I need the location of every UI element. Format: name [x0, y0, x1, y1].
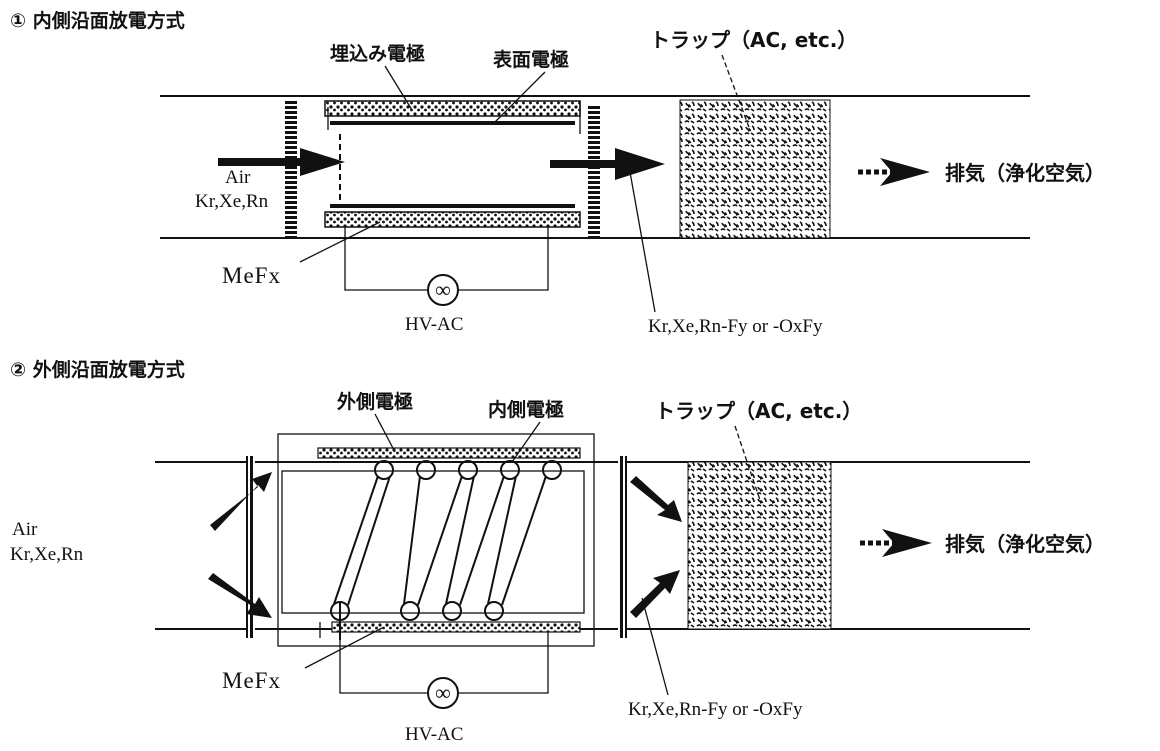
- leader-trap-1: [721, 54, 751, 131]
- buried-electrode-bottom: [324, 211, 581, 228]
- section-1: ① 内側沿面放電方式 埋込み電極 表面電極 トラップ（AC, etc.）: [10, 9, 1105, 337]
- leader-mefx-1: [299, 221, 381, 263]
- exhaust-arrow-2: [882, 529, 932, 557]
- leader-buried-electrode: [384, 65, 413, 111]
- coil-winding: [333, 475, 379, 605]
- outlet-arrow-2-bottom: [630, 570, 680, 618]
- label-input-2-line1: Air: [12, 519, 38, 540]
- leader-trap-2: [734, 425, 761, 501]
- label-power-2: HV-AC: [405, 724, 463, 745]
- label-product-1: Kr,Xe,Rn-Fy or -OxFy: [648, 316, 823, 337]
- label-mefx-1: MeFx: [222, 263, 281, 288]
- leader-surface-electrode: [494, 71, 546, 123]
- left-mesh-1: [285, 100, 297, 240]
- circuit-wire-1-right: [458, 227, 549, 291]
- coil-top-2: [416, 460, 436, 480]
- label-trap-1: トラップ（AC, etc.）: [650, 28, 857, 52]
- label-surface-electrode: 表面電極: [493, 48, 569, 71]
- label-buried-electrode: 埋込み電極: [330, 42, 425, 65]
- label-trap-2: トラップ（AC, etc.）: [655, 399, 862, 423]
- label-exhaust-1: 排気（浄化空気）: [945, 161, 1105, 185]
- coil-bottom-2: [400, 601, 420, 621]
- section-1-title: ① 内側沿面放電方式: [10, 9, 185, 32]
- coil-winding: [459, 475, 505, 606]
- inner-tube-2: [281, 470, 585, 614]
- leader-outer-electrode: [374, 413, 396, 453]
- ac-source-2: [427, 677, 459, 709]
- coil-top-4: [500, 460, 520, 480]
- right-mesh-2: [618, 456, 627, 638]
- ac-source-1: [427, 274, 459, 306]
- coil-winding: [487, 475, 517, 605]
- coil-top-5: [542, 460, 562, 480]
- label-power-1: HV-AC: [405, 314, 463, 335]
- label-input-1-line2: Kr,Xe,Rn: [195, 191, 269, 212]
- coil-winding: [417, 475, 463, 606]
- buried-electrode-top: [324, 100, 581, 117]
- trap-block-1: [679, 99, 831, 239]
- label-outer-electrode: 外側電極: [337, 390, 413, 413]
- trap-block-2: [687, 461, 832, 630]
- label-input-1-line1: Air: [225, 167, 251, 188]
- label-product-2: Kr,Xe,Rn-Fy or -OxFy: [628, 699, 803, 720]
- inlet-arrow-2-top: [210, 472, 272, 531]
- leader-product-1: [629, 171, 656, 313]
- label-exhaust-2: 排気（浄化空気）: [945, 532, 1105, 556]
- ac-symbol-2: ∞: [435, 680, 451, 705]
- inlet-arrow-2-bottom: [208, 573, 272, 618]
- label-mefx-2: MeFx: [222, 668, 281, 693]
- coil-top-3: [458, 460, 478, 480]
- outer-electrode-top: [317, 447, 581, 459]
- inlet-arrow-1: [218, 148, 345, 176]
- circuit-wire-2-right: [458, 632, 549, 694]
- circuit-wire-1-left: [344, 227, 428, 291]
- ac-symbol-1: ∞: [435, 277, 451, 302]
- leader-inner-electrode: [511, 421, 541, 463]
- coil-bottom-3: [442, 601, 462, 621]
- coil-top-1: [374, 460, 394, 480]
- outlet-arrow-2-top: [630, 476, 682, 522]
- leader-product-2: [641, 597, 669, 696]
- label-inner-electrode: 内側電極: [488, 398, 564, 421]
- section-2-title: ② 外側沿面放電方式: [10, 358, 185, 381]
- coil-winding: [403, 475, 421, 605]
- section-2: ② 外側沿面放電方式: [10, 358, 1105, 745]
- coil-winding: [347, 475, 391, 606]
- label-input-2-line2: Kr,Xe,Rn: [10, 544, 84, 565]
- circuit-wire-2-left: [339, 640, 428, 694]
- outer-box-2: [277, 433, 595, 647]
- coil-bottom-4: [484, 601, 504, 621]
- exhaust-arrow-1: [880, 158, 930, 186]
- right-mesh-1: [588, 104, 600, 238]
- leader-mefx-2: [304, 627, 383, 669]
- outer-electrode-bottom: [331, 621, 581, 633]
- left-mesh-2: [246, 456, 255, 638]
- outlet-arrow-1: [550, 148, 665, 180]
- coil-winding: [445, 475, 475, 605]
- coil-winding: [501, 475, 547, 606]
